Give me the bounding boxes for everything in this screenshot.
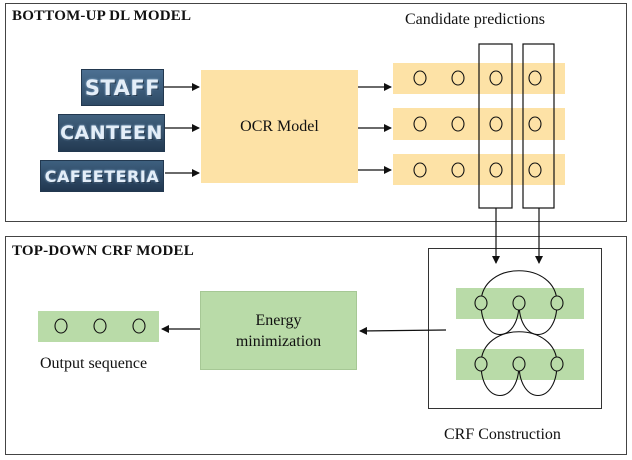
crf-edge bbox=[480, 331, 558, 365]
ocr-output-arrows bbox=[358, 83, 392, 174]
candidate-node bbox=[489, 116, 503, 132]
candidate-node bbox=[451, 162, 465, 178]
word-image-staff: STAFF bbox=[81, 69, 164, 106]
candidate-node bbox=[528, 116, 542, 132]
output-node bbox=[132, 318, 146, 334]
arrow-crf-to-energy bbox=[359, 326, 447, 335]
crf-node bbox=[474, 295, 488, 311]
crf-node bbox=[512, 295, 526, 311]
ocr-model-box: OCR Model bbox=[201, 70, 358, 183]
output-node bbox=[93, 318, 107, 334]
candidate-node bbox=[528, 70, 542, 86]
highlight-column-3 bbox=[478, 43, 513, 209]
crf-nodes bbox=[474, 295, 564, 372]
candidate-node bbox=[413, 162, 427, 178]
candidate-node bbox=[489, 70, 503, 86]
crf-node bbox=[550, 295, 564, 311]
candidate-predictions-caption: Candidate predictions bbox=[405, 11, 545, 28]
bottom-up-title: BOTTOM-UP DL MODEL bbox=[12, 8, 192, 24]
input-arrows bbox=[164, 83, 200, 177]
output-sequence-box bbox=[38, 311, 159, 342]
word-image-cafeeteria: CAFEETERIA bbox=[40, 160, 164, 192]
candidate-node bbox=[413, 70, 427, 86]
energy-label-line2: minimization bbox=[235, 332, 322, 350]
candidate-node bbox=[451, 70, 465, 86]
output-nodes bbox=[54, 318, 146, 334]
energy-label-line1: Energy bbox=[255, 311, 302, 329]
crf-construction-frame bbox=[428, 248, 602, 409]
candidate-node bbox=[451, 116, 465, 132]
output-sequence-caption: Output sequence bbox=[40, 355, 148, 372]
crf-edge bbox=[480, 363, 520, 397]
crf-edge bbox=[480, 302, 520, 336]
highlight-column-4 bbox=[522, 43, 555, 209]
crf-node bbox=[512, 356, 526, 372]
crf-construction-caption: CRF Construction bbox=[444, 426, 561, 443]
candidate-node bbox=[413, 116, 427, 132]
word-image-canteen: CANTEEN bbox=[58, 114, 165, 152]
crf-node bbox=[474, 356, 488, 372]
crf-node bbox=[550, 356, 564, 372]
output-node bbox=[54, 318, 68, 334]
crf-edge bbox=[518, 363, 558, 397]
top-down-title: TOP-DOWN CRF MODEL bbox=[12, 243, 194, 259]
crf-edges bbox=[480, 270, 558, 397]
energy-minimization-box: Energy minimization bbox=[200, 291, 357, 370]
candidate-node bbox=[528, 162, 542, 178]
crf-edge bbox=[480, 270, 558, 304]
candidate-node bbox=[489, 162, 503, 178]
crf-edge bbox=[518, 302, 558, 336]
candidate-nodes bbox=[413, 70, 542, 178]
